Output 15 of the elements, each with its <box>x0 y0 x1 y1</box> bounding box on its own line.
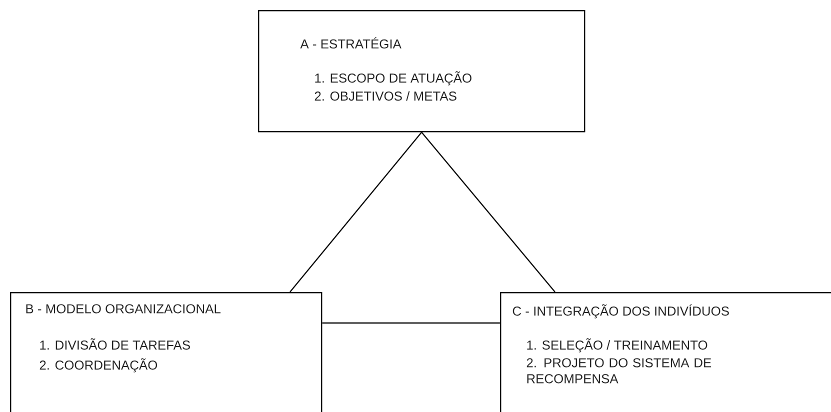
box <box>10 292 322 412</box>
connector-line <box>421 132 556 292</box>
box <box>500 292 831 412</box>
box-heading: A - ESTRATÉGIA <box>300 37 402 49</box>
box-heading: C - INTEGRAÇÃO DOS INDIVÍDUOS <box>512 304 729 318</box>
list-item: 1. DIVISÃO DE TAREFAS <box>40 338 190 350</box>
list-item: 2. OBJETIVOS / METAS <box>314 91 456 101</box>
connector-line <box>290 132 422 292</box>
box <box>258 10 586 132</box>
box-heading: B - MODELO ORGANIZACIONAL <box>26 304 221 314</box>
connector-line <box>322 322 500 324</box>
list-item: 1. SELEÇÃO / TREINAMENTO <box>527 338 708 352</box>
list-item: 2. PROJETO DO SISTEMA DE RECOMPENSA <box>526 358 712 384</box>
list-item: 1. ESCOPO DE ATUAÇÃO <box>315 71 472 86</box>
list-item: 2. COORDENAÇÃO <box>40 358 158 372</box>
